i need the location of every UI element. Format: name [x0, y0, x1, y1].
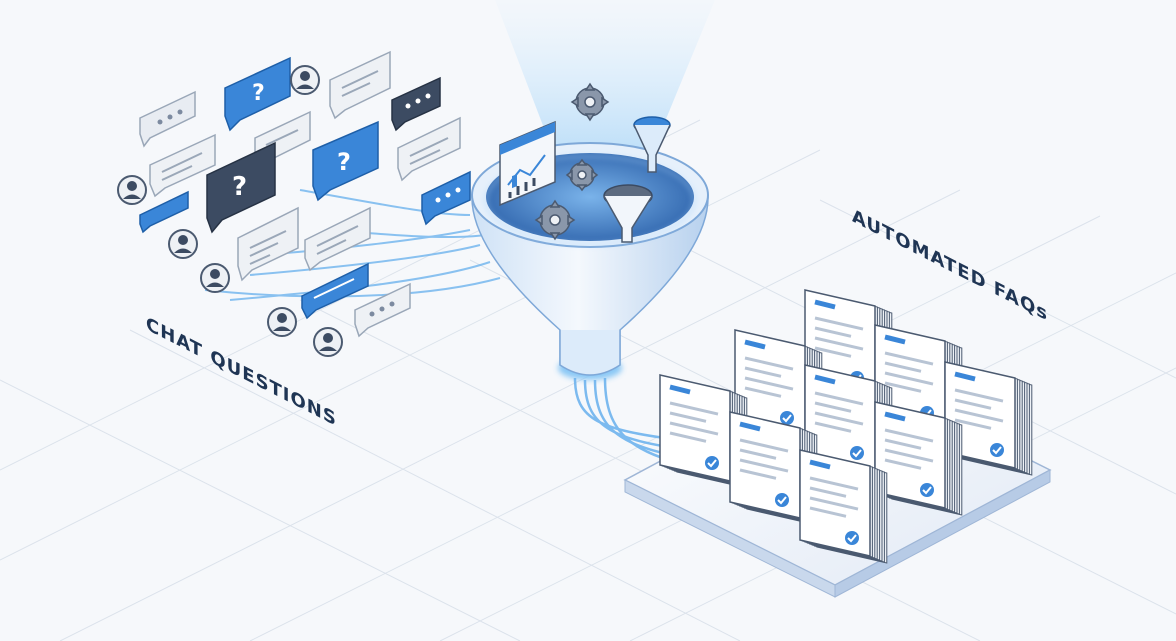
funnel-icon [633, 116, 671, 173]
chat-bubble-text [139, 190, 189, 234]
avatar-icon [267, 307, 297, 337]
check-icon [990, 443, 1004, 457]
question-mark-icon: ? [252, 81, 265, 106]
avatar-icon [200, 263, 230, 293]
avatar-icon [290, 65, 320, 95]
chat-bubble-text [329, 50, 391, 120]
faq-document-stack [729, 411, 818, 526]
chart-window-icon [499, 120, 556, 207]
faq-document-stacks [659, 289, 1033, 564]
check-icon [920, 483, 934, 497]
chat-bubble-text [301, 262, 369, 320]
chat-bubble-dots [391, 76, 441, 132]
avatar-icon [313, 327, 343, 357]
gear-icon [565, 158, 599, 192]
gear-icon [534, 199, 576, 241]
check-icon [850, 446, 864, 460]
check-icon [705, 456, 719, 470]
chat-bubble-question: ? [224, 56, 291, 132]
question-mark-icon: ? [337, 148, 351, 176]
check-icon [775, 493, 789, 507]
avatar-icon [117, 175, 147, 205]
faq-document-stack [874, 401, 963, 516]
chat-bubble-dots [354, 282, 411, 338]
faq-document-stack [944, 361, 1033, 476]
chat-bubble-text [304, 206, 371, 272]
chat-bubble-text [397, 116, 461, 182]
avatar-icon [168, 229, 198, 259]
funnel-contents [499, 82, 671, 243]
chat-bubble-dots [139, 90, 196, 148]
check-icon [780, 411, 794, 425]
check-icon [845, 531, 859, 545]
chat-bubble-text [237, 206, 299, 282]
chat-bubble-question: ? [206, 141, 276, 234]
chat-bubble-question: ? [312, 120, 379, 202]
faq-document-stack [799, 449, 888, 564]
funnel-icon [603, 184, 653, 243]
question-mark-icon: ? [232, 172, 247, 202]
gear-icon [570, 82, 610, 122]
chat-bubble-text [149, 133, 216, 198]
chat-bubble-dots [421, 170, 471, 226]
chat-bubbles: ? [117, 50, 471, 357]
faq-document-stack [659, 374, 748, 489]
